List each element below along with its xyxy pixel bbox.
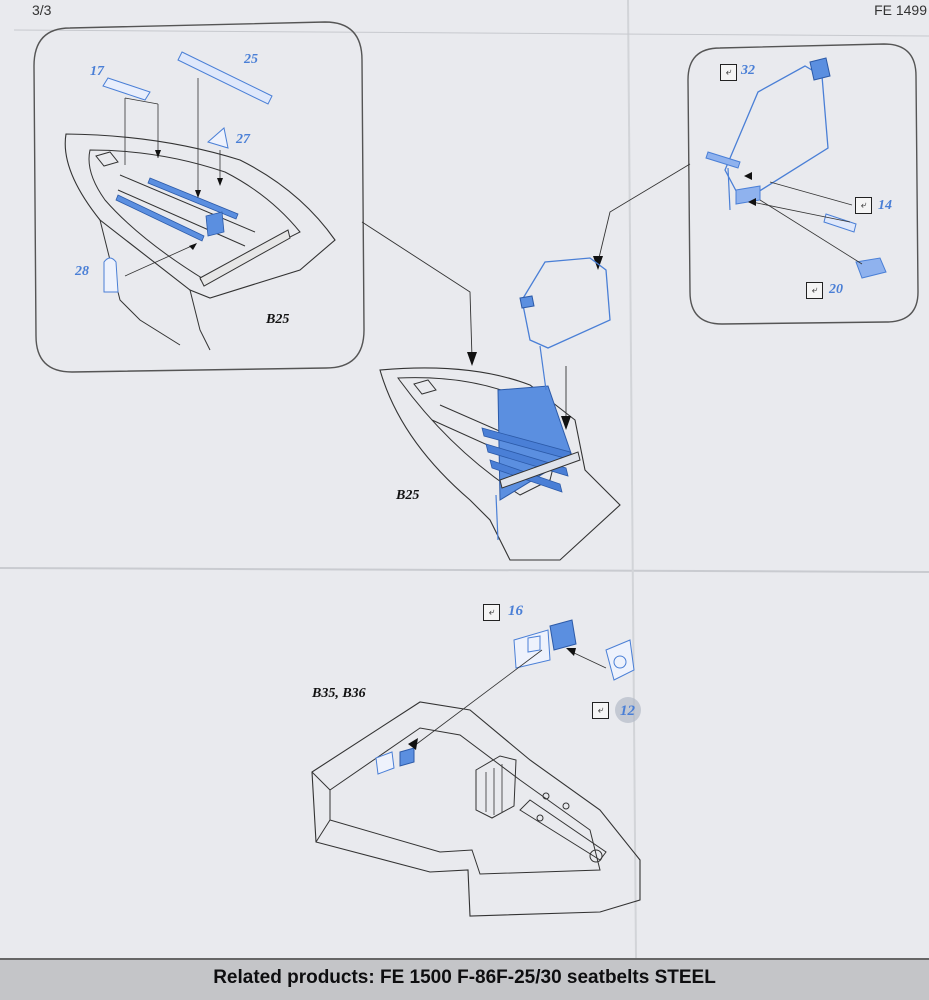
check-icon: ⤶ (855, 197, 872, 214)
paper-fold-horizontal (0, 567, 929, 573)
part-label-20: 20 (829, 282, 843, 297)
paper-fold-vertical (627, 0, 637, 959)
part-label-17: 17 (90, 64, 104, 79)
detail-frame-top-right (687, 43, 919, 325)
check-icon: ⤶ (720, 64, 737, 81)
connector-right (597, 163, 691, 263)
part-label-28: 28 (75, 264, 89, 279)
header-rule (13, 29, 929, 37)
ref-label-b35-b36: B35, B36 (312, 686, 366, 701)
connector-left (361, 221, 473, 359)
detail-frame-top-left (33, 21, 365, 373)
ref-label-b25-main: B25 (396, 488, 420, 503)
related-products-footer: Related products: FE 1500 F-86F-25/30 se… (0, 958, 929, 1000)
check-icon: ⤶ (483, 604, 500, 621)
ref-label-b25-detail: B25 (266, 312, 290, 327)
part-label-27: 27 (236, 132, 250, 147)
part-label-16: 16 (508, 603, 523, 619)
check-icon: ⤶ (806, 282, 823, 299)
bottom-cockpit-drawing (311, 619, 641, 917)
part-label-12: 12 (620, 703, 635, 719)
page-number: 3/3 (32, 2, 52, 18)
part-label-25: 25 (244, 52, 258, 67)
check-icon: ⤶ (592, 702, 609, 719)
related-products-text: Related products: FE 1500 F-86F-25/30 se… (213, 967, 716, 988)
main-cockpit-drawing (379, 257, 621, 561)
part-label-14: 14 (878, 198, 892, 213)
part-label-32: 32 (741, 63, 755, 78)
document-code: FE 1499 (874, 2, 927, 18)
